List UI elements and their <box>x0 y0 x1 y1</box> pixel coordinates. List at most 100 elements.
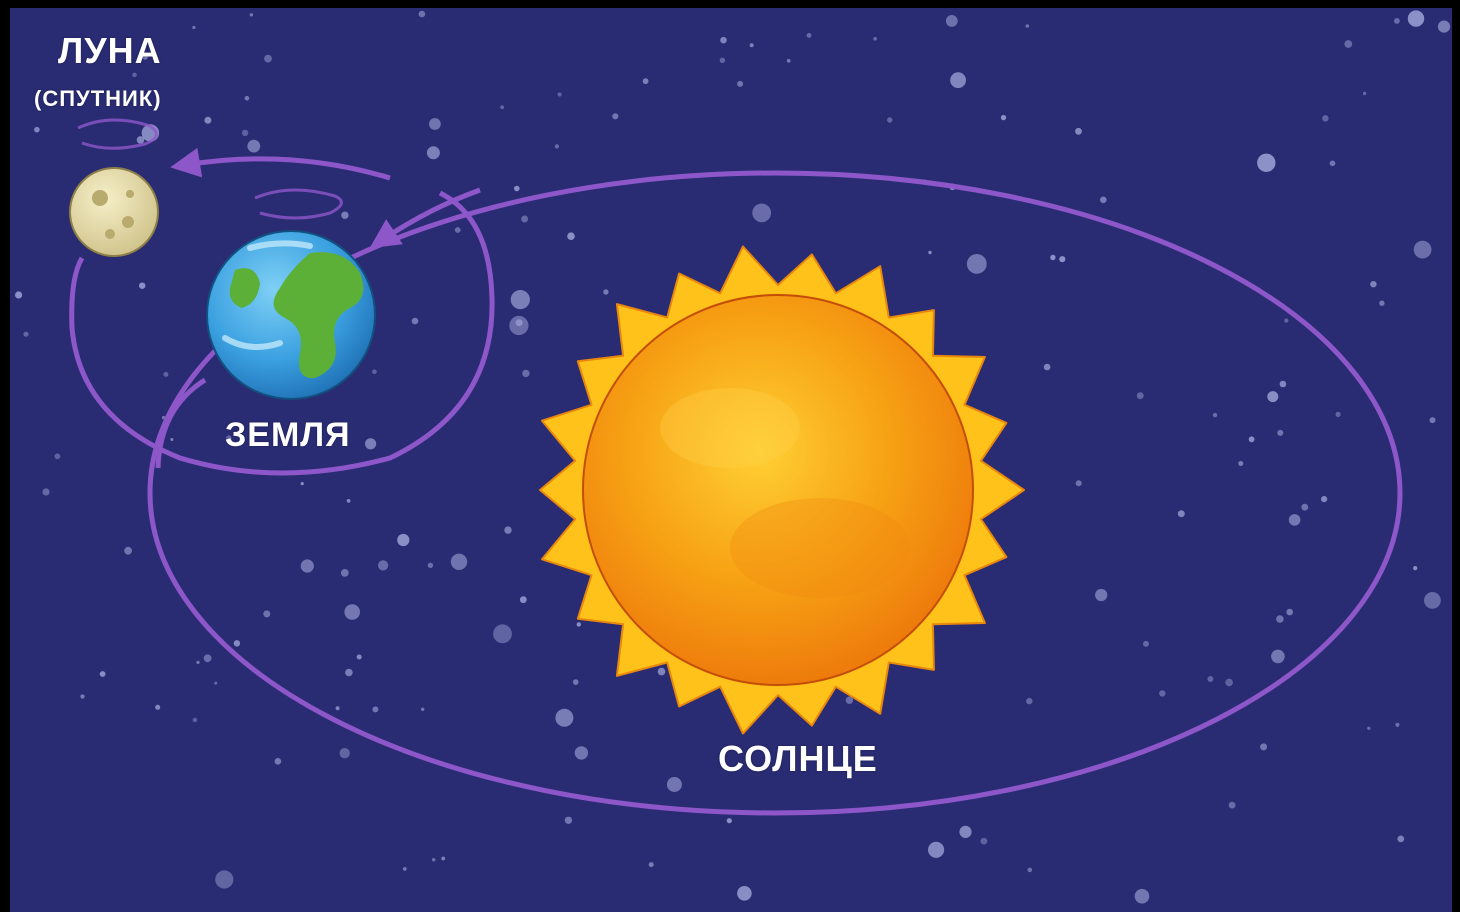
star <box>192 717 198 723</box>
star <box>34 126 40 133</box>
star <box>155 704 161 710</box>
star <box>80 694 85 699</box>
star <box>1100 196 1107 204</box>
star <box>1027 867 1033 873</box>
star <box>203 654 212 663</box>
star <box>510 290 530 310</box>
star <box>1238 461 1244 466</box>
star <box>344 604 361 620</box>
moon-orbit <box>69 190 495 476</box>
star <box>1159 690 1166 697</box>
star <box>504 526 512 534</box>
star <box>429 118 441 130</box>
star <box>264 54 272 63</box>
star <box>519 596 527 604</box>
moon-orbit-arrow <box>170 147 391 181</box>
star <box>786 58 791 63</box>
star <box>1370 281 1377 288</box>
star <box>163 371 169 377</box>
earth-rotation-icon <box>254 188 343 220</box>
star <box>263 610 271 618</box>
star <box>522 369 530 378</box>
star <box>233 640 241 647</box>
star <box>1279 380 1287 388</box>
star <box>421 707 425 711</box>
star <box>426 146 440 160</box>
star <box>966 254 987 274</box>
star <box>1025 24 1030 28</box>
star <box>950 72 966 89</box>
star <box>1177 510 1185 518</box>
star <box>1329 160 1336 167</box>
star <box>500 105 504 110</box>
star <box>1397 835 1405 843</box>
earth-orbit <box>147 170 1403 816</box>
star <box>136 136 145 144</box>
star <box>1207 676 1214 682</box>
star <box>170 438 174 441</box>
star <box>1437 20 1451 33</box>
star <box>737 80 744 87</box>
star <box>1248 436 1255 443</box>
star <box>365 438 377 450</box>
star <box>1379 300 1385 306</box>
sun-label: СОЛНЦЕ <box>718 738 878 779</box>
star <box>572 679 579 685</box>
star <box>441 856 446 861</box>
star <box>192 25 196 30</box>
star <box>1075 480 1082 487</box>
star <box>204 116 212 124</box>
star <box>196 660 200 665</box>
earth-orbit-arrow <box>369 187 481 249</box>
star <box>341 211 349 219</box>
star <box>603 289 609 295</box>
earth-continent <box>229 268 260 308</box>
star <box>372 369 377 375</box>
star <box>845 696 854 704</box>
star <box>1429 417 1436 424</box>
star <box>1136 392 1144 400</box>
star <box>806 33 812 38</box>
star <box>1321 496 1328 503</box>
star <box>99 671 106 677</box>
star <box>1394 18 1400 24</box>
star <box>945 15 958 27</box>
moon <box>69 118 159 257</box>
star <box>737 886 752 901</box>
star <box>557 92 562 97</box>
space-background: ЛУНА (СПУТНИК) ЗЕМЛЯ СОЛНЦЕ <box>10 8 1452 912</box>
moon-rotation-icon <box>77 118 158 150</box>
star <box>719 57 726 63</box>
star <box>141 53 149 60</box>
star <box>450 553 468 570</box>
star <box>642 78 649 85</box>
star <box>241 129 249 137</box>
star <box>1134 888 1150 904</box>
star <box>124 546 132 555</box>
star <box>1267 391 1279 403</box>
star <box>372 706 379 713</box>
star <box>1286 608 1293 616</box>
sun-body <box>582 294 974 686</box>
star <box>1344 40 1353 48</box>
star <box>300 559 314 573</box>
star <box>139 282 146 289</box>
star <box>249 13 254 17</box>
star <box>576 622 581 627</box>
star <box>226 435 232 442</box>
star <box>1075 127 1082 135</box>
star <box>514 185 520 192</box>
star <box>959 825 972 839</box>
star <box>1413 240 1432 259</box>
star <box>418 10 426 18</box>
star <box>1413 566 1418 571</box>
star <box>23 331 29 337</box>
star <box>749 43 754 48</box>
earth-label: ЗЕМЛЯ <box>225 416 351 454</box>
star <box>378 560 389 571</box>
star <box>247 139 261 153</box>
moon-body <box>69 167 159 257</box>
star <box>427 562 434 568</box>
star <box>873 37 877 41</box>
